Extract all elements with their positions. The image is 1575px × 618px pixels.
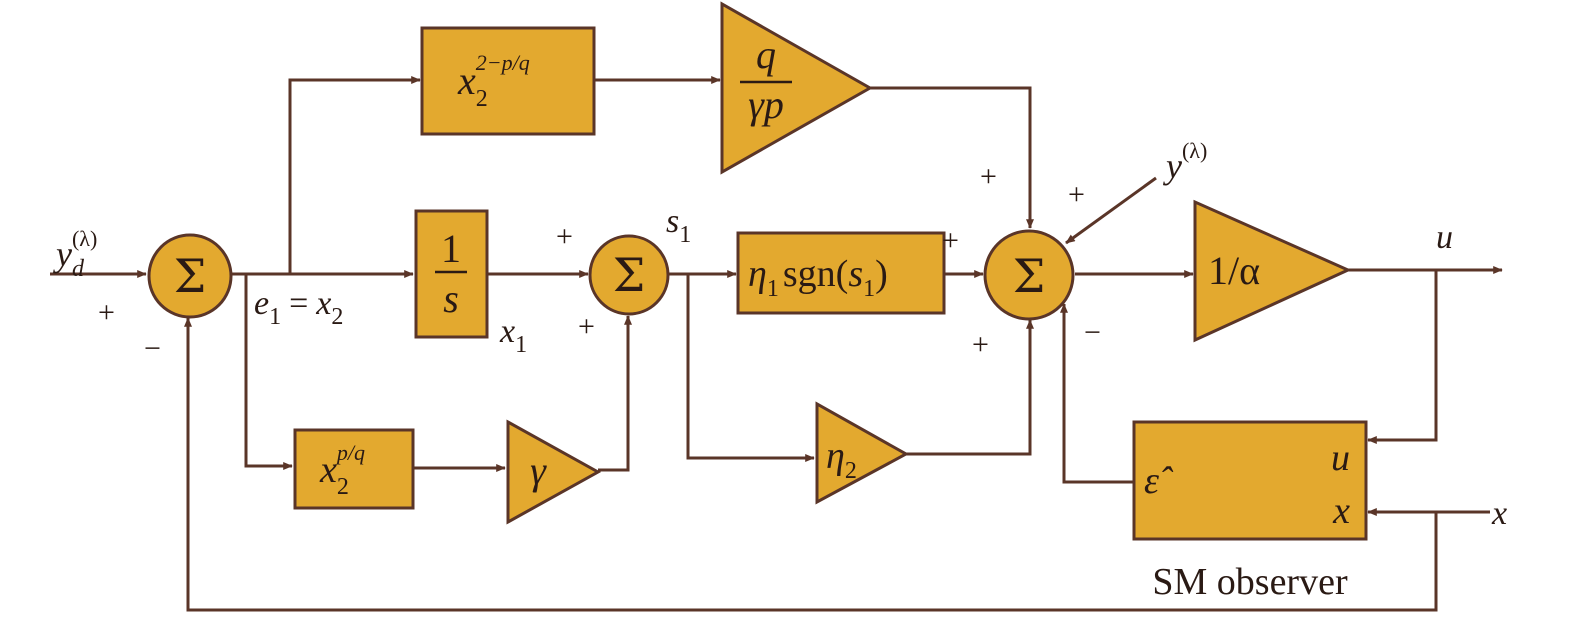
e1-equals: =	[289, 285, 308, 322]
switch-eta: η	[748, 253, 767, 295]
wire-observer-to-sum3	[1060, 303, 1134, 484]
sum3-minus-observer: −	[1084, 316, 1101, 349]
e1-x: x	[315, 285, 331, 322]
yd-sub: d	[72, 256, 85, 282]
gain-block-gamma: γ	[506, 419, 602, 525]
gamma-label: γ	[530, 448, 547, 493]
svg-text:s1: s1	[666, 203, 691, 248]
summer-1-symbol: Σ	[174, 249, 207, 303]
gain-block-eta2: η2	[815, 401, 910, 505]
integrator-numerator: 1	[441, 226, 461, 271]
observer-input-u: u	[1331, 437, 1350, 479]
svg-text:x22−p/q: x2 2−p/q	[457, 50, 530, 112]
svg-text:y(λ): y(λ)	[1163, 138, 1207, 186]
sum2-plus-bottom: +	[578, 310, 595, 343]
wire-s1-to-eta2	[686, 274, 815, 462]
observer-title: SM observer	[1152, 561, 1348, 603]
switch-arg-sub: 1	[863, 276, 875, 302]
integrator-block: 1 s	[414, 209, 489, 339]
wire-e1-to-power-bottom	[244, 274, 293, 470]
svg-text:yd(λ): yd (λ)	[53, 226, 97, 282]
x1-symbol: x	[499, 313, 515, 350]
e1-symbol: e	[254, 285, 269, 322]
svg-text:x2p/q: x2 p/q	[319, 440, 365, 500]
y-base: y	[1163, 146, 1182, 186]
eta2-symbol: η	[826, 435, 845, 477]
sum3-plus-left: +	[942, 224, 959, 257]
sum1-plus: +	[98, 296, 115, 329]
sum2-plus-top: +	[556, 220, 573, 253]
sum3-plus-bottom: +	[972, 328, 989, 361]
wire-gamma-to-sum2	[598, 315, 632, 472]
integrator-denominator: s	[443, 276, 459, 321]
wire-e1-to-power-top	[288, 76, 421, 274]
switch-close: )	[875, 253, 888, 295]
gain-block-alpha: 1/α	[1193, 199, 1352, 343]
power-block-bottom: x2 p/q	[293, 428, 415, 510]
power-block-top: x2 2−p/q	[420, 26, 596, 136]
x1-sub: 1	[515, 332, 527, 358]
summer-1: Σ	[147, 233, 233, 319]
wire-eta2-to-sum3	[906, 319, 1034, 456]
summer-2-symbol: Σ	[613, 248, 646, 302]
gain-top-numerator: q	[756, 32, 776, 77]
e1-x-sub: 2	[331, 304, 343, 330]
e1-sub: 1	[269, 304, 281, 330]
yd-base: y	[53, 234, 72, 274]
sm-observer-block: ε̂ u x SM observer	[1132, 420, 1368, 603]
wire-u-to-observer	[1367, 270, 1438, 444]
power-top-exponent: 2−p/q	[476, 50, 530, 75]
wire-gain-top-to-sum3	[870, 86, 1034, 229]
switch-eta-sub: 1	[767, 276, 779, 302]
signal-wires	[50, 76, 1503, 612]
x-input-label: x	[1491, 495, 1507, 532]
switch-func: sgn(	[783, 253, 848, 295]
eta2-sub: 2	[845, 458, 857, 484]
summer-3: Σ	[983, 229, 1075, 321]
observer-input-x: x	[1332, 490, 1350, 532]
gain-top-denominator: γp	[748, 82, 784, 127]
svg-text:η2: η2	[826, 435, 857, 484]
y-sup: (λ)	[1182, 138, 1207, 163]
power-bottom-base: x	[319, 449, 337, 491]
svg-text:x1: x1	[499, 313, 527, 358]
s1-sub: 1	[679, 222, 691, 248]
wire-y-to-sum3	[1065, 176, 1157, 245]
summer-3-symbol: Σ	[1013, 249, 1046, 303]
u-output-label: u	[1436, 219, 1453, 256]
summer-2: Σ	[588, 234, 670, 316]
power-top-sub: 2	[476, 86, 488, 112]
svg-text:e1=x2: e1 =x2	[254, 285, 343, 330]
power-bottom-exponent: p/q	[335, 440, 365, 465]
alpha-label: 1/α	[1208, 248, 1260, 293]
sum1-minus: −	[144, 332, 161, 365]
power-bottom-sub: 2	[337, 474, 349, 500]
power-top-base: x	[457, 58, 476, 103]
s1-symbol: s	[666, 203, 679, 240]
sum3-plus-y: +	[1068, 178, 1085, 211]
yd-sup: (λ)	[72, 226, 97, 251]
switch-arg: s	[848, 253, 863, 295]
wire-x-feedback	[184, 317, 1438, 612]
gain-block-top: q γp	[720, 1, 874, 175]
sum3-plus-top: +	[980, 160, 997, 193]
